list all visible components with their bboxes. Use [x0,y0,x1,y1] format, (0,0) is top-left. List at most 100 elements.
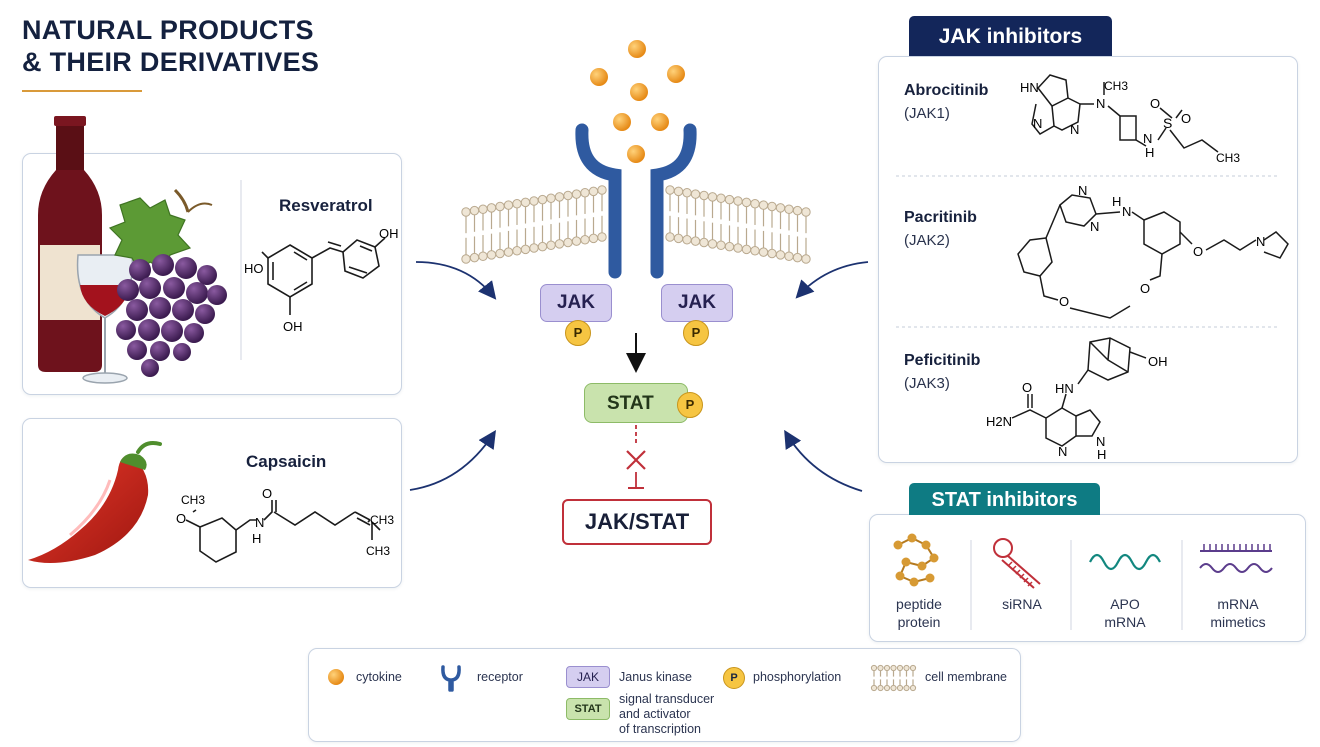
lipid-head [775,203,786,213]
lipid-head [478,251,488,261]
peficitinib-o: O [1022,380,1032,395]
abrocitinib-h: H [1145,145,1154,160]
lipid-head [784,204,794,214]
arrow-jak-inhibitors-to-jak [795,261,869,299]
capsaicin-o-label: O [176,511,186,526]
peficitinib-nh: N [1096,434,1105,449]
lipid-head [673,233,684,244]
jak-inhibitors-card [878,56,1298,463]
protein-label: protein [897,614,941,630]
lipid-head [775,250,786,260]
lipid-head [792,205,803,216]
apo-text: APO [1110,596,1140,612]
lipid-head [792,252,803,263]
cytokine-dot [667,65,685,83]
peptide-protein-icon [893,533,939,587]
legend-p-tag: P [723,667,745,689]
mrna-mimetics-label: mRNA mimetics [1190,595,1286,631]
lipid-head [724,241,735,252]
lipid-head [767,201,777,212]
lipid-head [495,248,505,259]
lipid-head [716,240,726,250]
jak-inhibitors-header: JAK inhibitors [909,16,1112,56]
peficitinib-target: (JAK3) [904,375,950,392]
lipid-head [699,190,709,201]
lipid-head [520,197,531,208]
peficitinib-name: Peficitinib [904,352,981,369]
resveratrol-ho-left: HO [244,261,264,276]
lipid-head [461,207,471,217]
apo-mrna-icon [1089,553,1161,571]
lipid-head [741,197,752,208]
abrocitinib-ch3-end: CH3 [1216,151,1240,165]
lipid-head [520,244,531,255]
pacritinib-target: (JAK2) [904,232,950,249]
legend-cytokine-label: cytokine [356,670,402,684]
lipid-head [512,246,522,256]
lipid-head [486,203,497,213]
legend-membrane-icon [870,664,917,692]
page-title: NATURAL PRODUCTS & THEIR DERIVATIVES [22,14,319,78]
capsaicin-h-label: H [252,531,261,546]
pacritinib-o1: O [1059,294,1069,309]
legend-stat-tag: STAT [566,698,610,720]
peficitinib-h: H [1097,447,1106,462]
pacritinib-h: H [1112,194,1121,209]
lipid-head [877,664,884,672]
title-line-2: & THEIR DERIVATIVES [22,47,320,77]
jak-right-box: JAK [661,284,733,322]
mrna-mimetics-line2: mimetics [1210,614,1266,630]
stat-inhibitors-header-text: STAT inhibitors [931,489,1078,511]
lipid-head [741,244,752,255]
lipid-head [724,194,735,205]
mrna-mimetics-icon [1199,544,1273,573]
abrocitinib-n-methyl: N [1096,96,1105,111]
lipid-head [707,192,718,202]
arrow-resveratrol-to-jak [415,261,497,300]
lipid-head [665,232,675,242]
pacritinib-structure [1017,194,1289,319]
pacritinib-n-pyrrolidine: N [1256,234,1265,249]
receptor-illustration [575,123,697,279]
abrocitinib-nh: N [1143,131,1152,146]
peficitinib-oh: OH [1148,354,1168,369]
legend-cytokine-icon [328,669,344,685]
legend-jak-label: Janus kinase [619,670,692,684]
lipid-head [883,664,891,672]
lipid-head [707,239,718,249]
lipid-head [537,194,548,205]
stat-phospho: P [677,392,703,418]
mrna-text: mRNA [1104,614,1146,630]
stat-inhibitors-header: STAT inhibitors [909,483,1100,515]
pacritinib-name: Pacritinib [904,209,977,226]
peficitinib-structure [1011,337,1147,447]
lipid-head [699,237,709,248]
lipid-head [767,248,777,259]
capsaicin-n-label: N [255,515,264,530]
lipid-head [512,199,522,209]
title-underline [22,90,142,92]
peptide-label: peptide [896,596,942,612]
lipid-head [716,193,726,203]
legend-phosphorylation-label: phosphorylation [753,670,842,684]
lipid-head [733,196,743,206]
abrocitinib-hn: HN [1020,80,1039,95]
pacritinib-o3: O [1193,244,1203,259]
jak-left-phospho: P [565,320,591,346]
lipid-head [801,254,811,264]
lipid-head [690,236,701,246]
arrow-capsaicin-to-stat [409,429,496,491]
lipid-head [495,201,505,212]
sirna-label: siRNA [977,595,1067,613]
resveratrol-label: Resveratrol [279,196,373,215]
lipid-head [503,247,514,257]
lipid-head [546,240,556,250]
pacritinib-o2: O [1140,281,1150,296]
lipid-head [896,684,904,692]
jak-right-phospho: P [683,320,709,346]
lipid-head [588,186,599,197]
lipid-head [758,247,769,257]
lipid-head [597,232,607,242]
lipid-head [870,684,878,692]
